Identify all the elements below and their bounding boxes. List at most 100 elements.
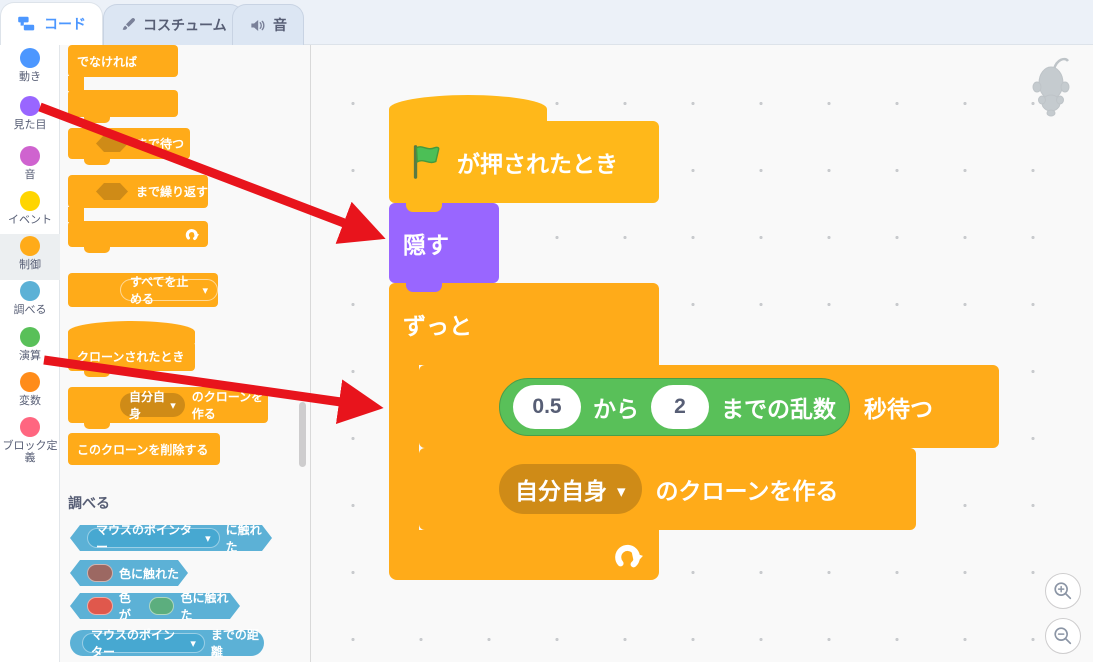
random-to-input[interactable]: 2: [651, 384, 709, 429]
palette-scrollbar[interactable]: [299, 402, 306, 467]
wait-seconds-label: 秒待つ: [864, 395, 933, 422]
category-events-label: イベント: [8, 214, 52, 226]
hat-dome: [389, 95, 547, 123]
control-category-icon: [20, 236, 40, 256]
category-motion-label: 動き: [19, 71, 41, 83]
condition-slot[interactable]: [96, 183, 128, 200]
condition-slot[interactable]: [96, 135, 128, 152]
clone-target-label: 自分自身: [129, 390, 166, 421]
dropdown-caret-icon: [170, 398, 176, 412]
create-clone-script-block[interactable]: 自分自身 のクローンを作る: [419, 448, 916, 530]
code-blocks-icon: [18, 16, 35, 31]
dropdown-caret-icon: [617, 476, 626, 503]
category-control[interactable]: 制御: [0, 236, 60, 280]
stop-dropdown[interactable]: すべてを止める: [120, 275, 218, 306]
speaker-icon: [251, 19, 265, 31]
distance-dropdown-label: マウスのポインター: [91, 628, 176, 659]
category-myblocks[interactable]: ブロック定義: [0, 417, 60, 473]
random-from-input[interactable]: 0.5: [513, 384, 581, 429]
else-label: でなければ: [77, 54, 138, 69]
touching-block[interactable]: マウスのポインター に触れた: [70, 525, 272, 551]
category-sidebar: 動き 見た目 音 イベント 制御 調べる 演算 変数 ブロック定義: [0, 45, 60, 662]
tab-costumes[interactable]: コスチューム: [103, 4, 244, 45]
touching-label: に触れた: [225, 523, 262, 554]
clone-target-dropdown[interactable]: 自分自身: [120, 390, 185, 421]
color-swatch[interactable]: [87, 564, 113, 582]
tab-sounds-label: 音: [273, 17, 287, 33]
category-events[interactable]: イベント: [0, 191, 60, 235]
block-palette: でなければ まで待つ まで繰り返す: [60, 45, 310, 662]
delete-clone-label: このクローンを削除する: [77, 442, 209, 457]
sensing-category-icon: [20, 281, 40, 301]
myblocks-category-icon: [20, 417, 40, 437]
repeat-until-bottom: [68, 221, 208, 247]
hide-block[interactable]: 隠す: [389, 203, 499, 283]
color-swatch[interactable]: [149, 597, 175, 615]
category-motion[interactable]: 動き: [0, 48, 60, 92]
category-sound[interactable]: 音: [0, 146, 60, 190]
random-suffix-label: までの乱数: [721, 395, 836, 422]
tab-code[interactable]: コード: [0, 2, 103, 45]
hide-bottom-notch: [406, 283, 442, 292]
zoom-out-icon: [1054, 627, 1072, 645]
tab-sounds[interactable]: 音: [232, 4, 304, 45]
zoom-in-icon: [1054, 582, 1072, 600]
category-variables-label: 変数: [19, 395, 41, 407]
touching-color-block[interactable]: 色に触れた: [70, 560, 188, 586]
hat-bottom-notch: [406, 203, 442, 212]
forever-wall: [389, 365, 419, 530]
create-clone-notch: [84, 422, 110, 429]
forever-bottom: [389, 530, 659, 580]
when-cloned-hat-dome: [68, 321, 195, 343]
distance-to-block[interactable]: マウスのポインター までの距離: [70, 628, 264, 659]
category-looks-label: 見た目: [13, 119, 47, 131]
touching-dropdown[interactable]: マウスのポインター: [87, 528, 220, 548]
stop-block[interactable]: すべてを止める: [68, 273, 218, 307]
category-sensing[interactable]: 調べる: [0, 281, 60, 325]
else-block-notch: [84, 116, 110, 123]
color-touching-label: 色に触れた: [180, 591, 229, 622]
wait-until-notch: [84, 158, 110, 165]
loop-arrow-icon: [615, 544, 643, 568]
clone-target-label: 自分自身: [515, 478, 607, 504]
category-myblocks-label: ブロック定義: [2, 440, 58, 464]
category-sound-label: 音: [24, 169, 36, 181]
wait-seconds-block[interactable]: 0.5 から 2 までの乱数 秒待つ: [419, 365, 999, 448]
color-swatch[interactable]: [87, 597, 113, 615]
tab-code-label: コード: [44, 16, 86, 32]
category-looks[interactable]: 見た目: [0, 96, 60, 140]
paintbrush-icon: [122, 18, 135, 30]
tab-bar: コード コスチューム 音: [0, 0, 1093, 45]
repeat-until-wall: [68, 207, 84, 222]
tab-costumes-label: コスチューム: [143, 17, 227, 33]
wait-until-label: まで待つ: [136, 137, 185, 151]
category-operators[interactable]: 演算: [0, 327, 60, 371]
else-block-wall: [68, 76, 84, 91]
dropdown-caret-icon: [202, 283, 208, 297]
create-clone-block[interactable]: 自分自身 のクローンを作る: [68, 387, 268, 423]
delete-clone-block[interactable]: このクローンを削除する: [68, 433, 220, 465]
hide-label: 隠す: [403, 232, 449, 258]
category-control-label: 制御: [19, 259, 41, 271]
zoom-out-button[interactable]: [1045, 618, 1081, 654]
stop-dropdown-label: すべてを止める: [130, 275, 189, 306]
random-from-value: 0.5: [532, 394, 562, 418]
wait-until-block[interactable]: まで待つ: [68, 128, 190, 159]
repeat-until-notch: [84, 246, 110, 253]
color-touching-color-block[interactable]: 色が 色に触れた: [70, 593, 240, 619]
category-sensing-label: 調べる: [13, 304, 47, 316]
touching-color-label: 色に触れた: [119, 566, 180, 581]
pick-random-block[interactable]: 0.5 から 2 までの乱数: [499, 377, 850, 436]
distance-dropdown[interactable]: マウスのポインター: [82, 628, 205, 659]
dropdown-caret-icon: [205, 531, 211, 545]
zoom-in-button[interactable]: [1045, 573, 1081, 609]
events-category-icon: [20, 191, 40, 211]
dropdown-caret-icon: [190, 636, 196, 650]
sensing-section-header: 調べる: [68, 495, 110, 511]
category-variables[interactable]: 変数: [0, 372, 60, 416]
when-flag-label: が押されたとき: [457, 151, 618, 177]
script-canvas[interactable]: が押されたとき 隠す ずっと 0.5 から: [310, 45, 1093, 662]
sound-category-icon: [20, 146, 40, 166]
clone-target-dropdown[interactable]: 自分自身: [499, 464, 642, 514]
